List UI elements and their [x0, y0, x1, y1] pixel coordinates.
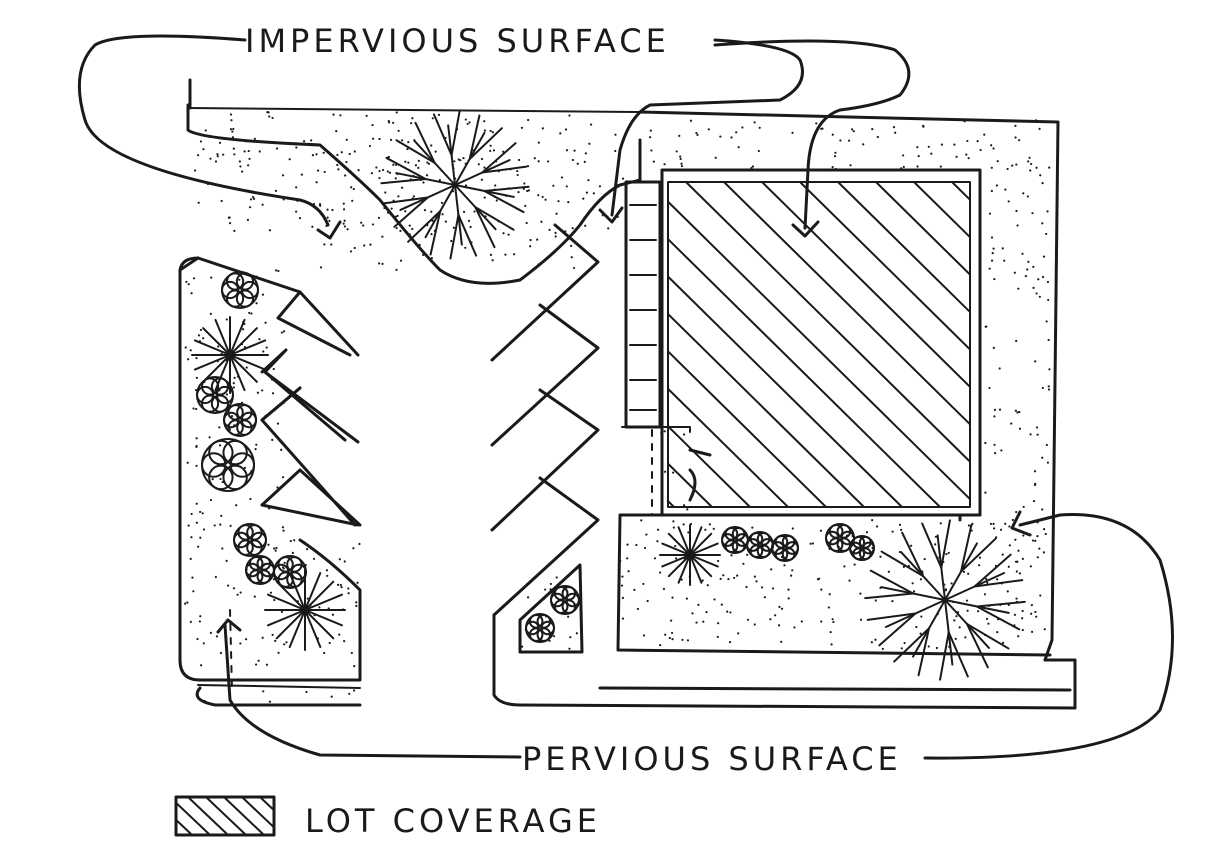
lot-boundary-top	[186, 103, 642, 285]
shrub-icon	[525, 613, 556, 643]
arrow-icon	[316, 220, 342, 240]
pervious-surface-label: PERVIOUS SURFACE	[522, 740, 902, 778]
left-parking-island	[178, 256, 362, 527]
curb-left-lower	[195, 686, 362, 707]
property-line-dashed	[229, 429, 653, 691]
tree-icon	[191, 316, 269, 394]
arrow-icon	[1010, 510, 1032, 537]
tree-icon	[659, 524, 721, 586]
vegetation	[191, 110, 1026, 681]
tree-icon	[864, 519, 1026, 681]
south-island	[518, 563, 584, 654]
south-curb	[492, 613, 1077, 710]
shrub-icon	[221, 271, 259, 309]
building-footprint	[660, 168, 982, 517]
paver-walk	[621, 180, 691, 433]
arrow-icon	[598, 206, 624, 224]
shrub-icon	[233, 523, 267, 557]
legend: LOT COVERAGE	[174, 795, 601, 840]
shrub-icon	[201, 438, 256, 492]
shrub-icon	[721, 526, 750, 554]
lot-boundary-right	[638, 110, 1060, 662]
leader-pervious	[216, 448, 1174, 760]
shrub-icon	[223, 403, 258, 437]
shrub-icon	[771, 534, 800, 562]
shrub-icon	[196, 376, 234, 414]
parking-stalls-left	[260, 290, 360, 527]
shrub-icon	[746, 531, 775, 559]
south-planting-strip	[616, 513, 1052, 657]
arrow-icon	[216, 618, 242, 634]
curb-left	[197, 684, 361, 689]
shrub-icon	[550, 585, 581, 615]
shrub-icon	[245, 555, 276, 585]
leader-impervious	[77, 34, 911, 240]
parking-stalls-right	[490, 223, 600, 617]
left-island-outline	[178, 256, 362, 682]
shrub-icon	[849, 535, 875, 561]
lot-boundary-top-left	[187, 107, 641, 113]
arrow-icon	[791, 220, 820, 238]
impervious-surface-label: IMPERVIOUS SURFACE	[245, 22, 670, 60]
legend-label: LOT COVERAGE	[305, 802, 601, 840]
shrub-icon	[273, 555, 307, 589]
tree-icon	[380, 110, 530, 260]
